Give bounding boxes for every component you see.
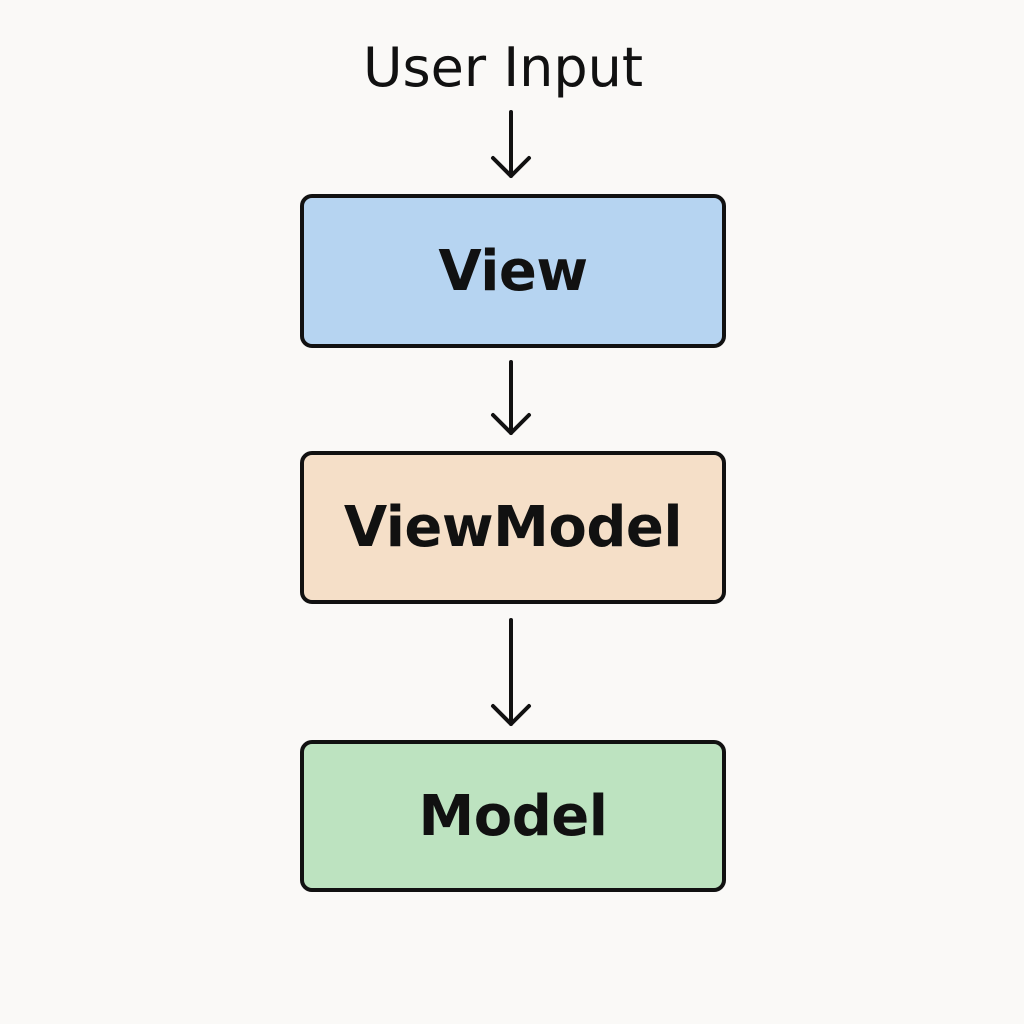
arrow-view-to-viewmodel bbox=[491, 360, 531, 435]
model-label: Model bbox=[418, 783, 608, 849]
viewmodel-label: ViewModel bbox=[343, 495, 683, 560]
arrow-input-to-view bbox=[491, 110, 531, 178]
user-input-label: User Input bbox=[362, 36, 644, 99]
view-box: View bbox=[300, 194, 726, 348]
model-box: Model bbox=[300, 740, 726, 892]
viewmodel-box: ViewModel bbox=[300, 451, 726, 604]
view-label: View bbox=[438, 238, 588, 304]
arrow-viewmodel-to-model bbox=[491, 618, 531, 726]
